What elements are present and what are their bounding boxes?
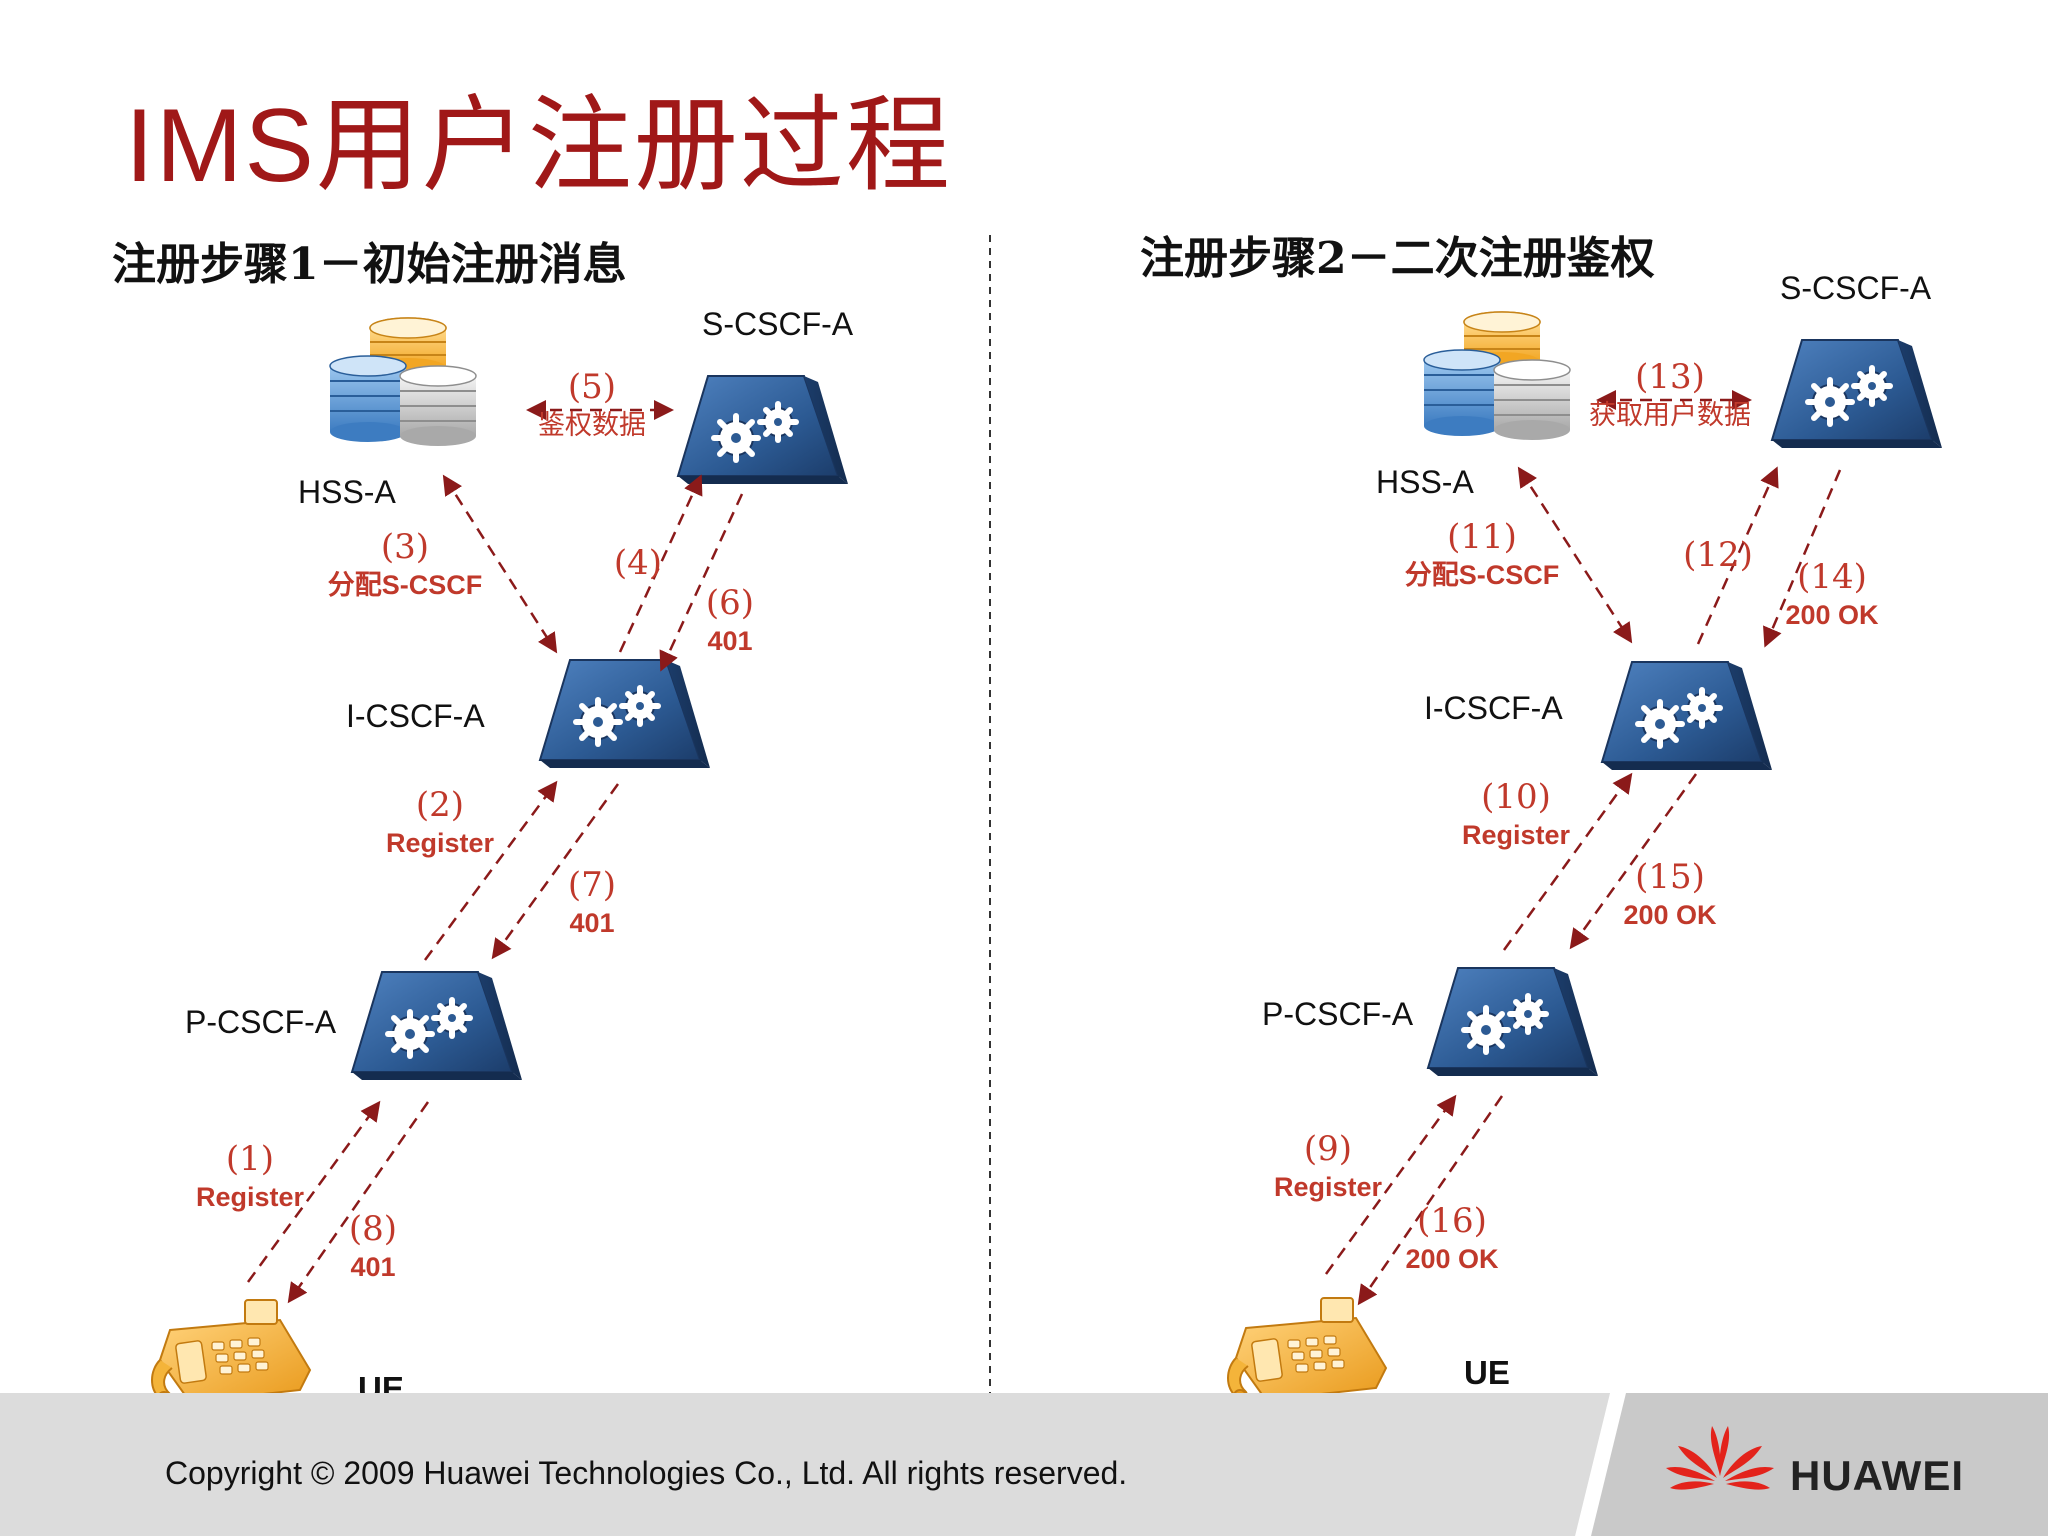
step-11-text: 分配S-CSCF (1404, 559, 1560, 590)
right-pcscf-label: P-CSCF-A (1262, 996, 1414, 1032)
step-1-number: (1) (225, 1139, 275, 1179)
hss-database-icon-right (1423, 311, 1571, 441)
arrow-step-3 (442, 474, 558, 654)
s-cscf-node-icon (678, 376, 848, 484)
step-13: (13) 获取用户数据 (1589, 356, 1751, 432)
step-13-number: (13) (1635, 357, 1705, 397)
step-2-number: (2) (415, 785, 465, 825)
ue-phone-icon (151, 1299, 311, 1405)
step-4: (4) (614, 542, 662, 585)
step-5: (5) 鉴权数据 (538, 366, 646, 442)
step-12-number: (12) (1683, 535, 1753, 575)
hss-database-icon (329, 317, 477, 447)
step-6-text: 401 (707, 625, 753, 656)
arrow-step-15 (1569, 773, 1698, 950)
step-7: (7) 401 (568, 864, 616, 940)
p-cscf-node-icon (352, 972, 522, 1080)
step-15: (15) 200 OK (1623, 856, 1716, 932)
step-3-text: 分配S-CSCF (327, 569, 483, 600)
step-10: (10) Register (1462, 776, 1570, 852)
arrow-step-7 (491, 783, 620, 960)
arrow-step-1 (246, 1100, 381, 1283)
left-pcscf-label: P-CSCF-A (185, 1004, 337, 1040)
step-2: (2) Register (386, 784, 494, 860)
step-13-text: 获取用户数据 (1589, 399, 1751, 431)
arrow-step-11 (1517, 466, 1633, 644)
left-arrows (246, 400, 744, 1304)
step-9-text: Register (1273, 1171, 1383, 1202)
right-panel-heading: 注册步骤2－二次注册鉴权 (1140, 233, 1655, 284)
step-16-text: 200 OK (1405, 1243, 1499, 1274)
right-scscf-label: S-CSCF-A (1780, 270, 1932, 306)
step-1-text: Register (195, 1181, 305, 1212)
right-hss-label: HSS-A (1376, 464, 1474, 500)
s-cscf-node-icon-right (1772, 340, 1942, 448)
step-9: (9) Register (1274, 1128, 1382, 1204)
page-title: IMS用户注册过程 (125, 88, 952, 204)
step-5-number: (5) (567, 367, 617, 407)
left-hss-label: HSS-A (298, 474, 396, 510)
arrow-step-8 (287, 1101, 430, 1304)
arrow-step-4 (618, 474, 703, 653)
arrow-step-12 (1696, 466, 1779, 645)
step-5-text: 鉴权数据 (538, 409, 646, 441)
step-8-text: 401 (350, 1251, 396, 1282)
right-ue-label: UE (1464, 1354, 1510, 1391)
arrow-step-10 (1502, 772, 1633, 951)
step-10-number: (10) (1481, 777, 1551, 817)
left-panel-heading: 注册步骤1－初始注册消息 (112, 239, 627, 290)
step-3: (3) 分配S-CSCF (328, 526, 483, 602)
step-7-number: (7) (567, 865, 617, 905)
step-6-number: (6) (705, 583, 755, 623)
right-icscf-label: I-CSCF-A (1424, 690, 1563, 726)
arrow-step-9 (1324, 1094, 1457, 1275)
ue-phone-icon-right (1227, 1297, 1387, 1403)
step-3-number: (3) (380, 527, 430, 567)
step-8-number: (8) (348, 1209, 398, 1249)
step-14-text: 200 OK (1785, 599, 1879, 630)
i-cscf-node-icon-right (1602, 662, 1772, 770)
right-arrows (1324, 390, 1842, 1306)
step-4-number: (4) (613, 543, 663, 583)
arrow-step-2 (423, 780, 558, 961)
left-icscf-label: I-CSCF-A (346, 698, 485, 734)
step-16-number: (16) (1417, 1201, 1487, 1241)
step-16: (16) 200 OK (1405, 1200, 1498, 1276)
i-cscf-node-icon (540, 660, 710, 768)
step-14: (14) 200 OK (1785, 556, 1878, 632)
arrow-step-14 (1763, 469, 1842, 648)
step-11: (11) 分配S-CSCF (1405, 516, 1560, 592)
step-10-text: Register (1461, 819, 1571, 850)
arrow-step-6 (659, 493, 744, 672)
step-6: (6) 401 (706, 582, 754, 658)
step-8: (8) 401 (349, 1208, 397, 1284)
step-14-number: (14) (1797, 557, 1867, 597)
brand-wordmark: HUAWEI (1790, 1452, 1964, 1499)
step-12: (12) (1683, 534, 1753, 577)
step-7-text: 401 (569, 907, 615, 938)
step-2-text: Register (385, 827, 495, 858)
step-11-number: (11) (1447, 517, 1517, 557)
arrow-step-16 (1357, 1095, 1504, 1306)
step-9-number: (9) (1303, 1129, 1353, 1169)
left-scscf-label: S-CSCF-A (702, 306, 854, 342)
copyright-text: Copyright © 2009 Huawei Technologies Co.… (165, 1455, 1128, 1491)
step-15-number: (15) (1635, 857, 1705, 897)
step-1: (1) Register (196, 1138, 304, 1214)
p-cscf-node-icon-right (1428, 968, 1598, 1076)
step-15-text: 200 OK (1623, 899, 1717, 930)
